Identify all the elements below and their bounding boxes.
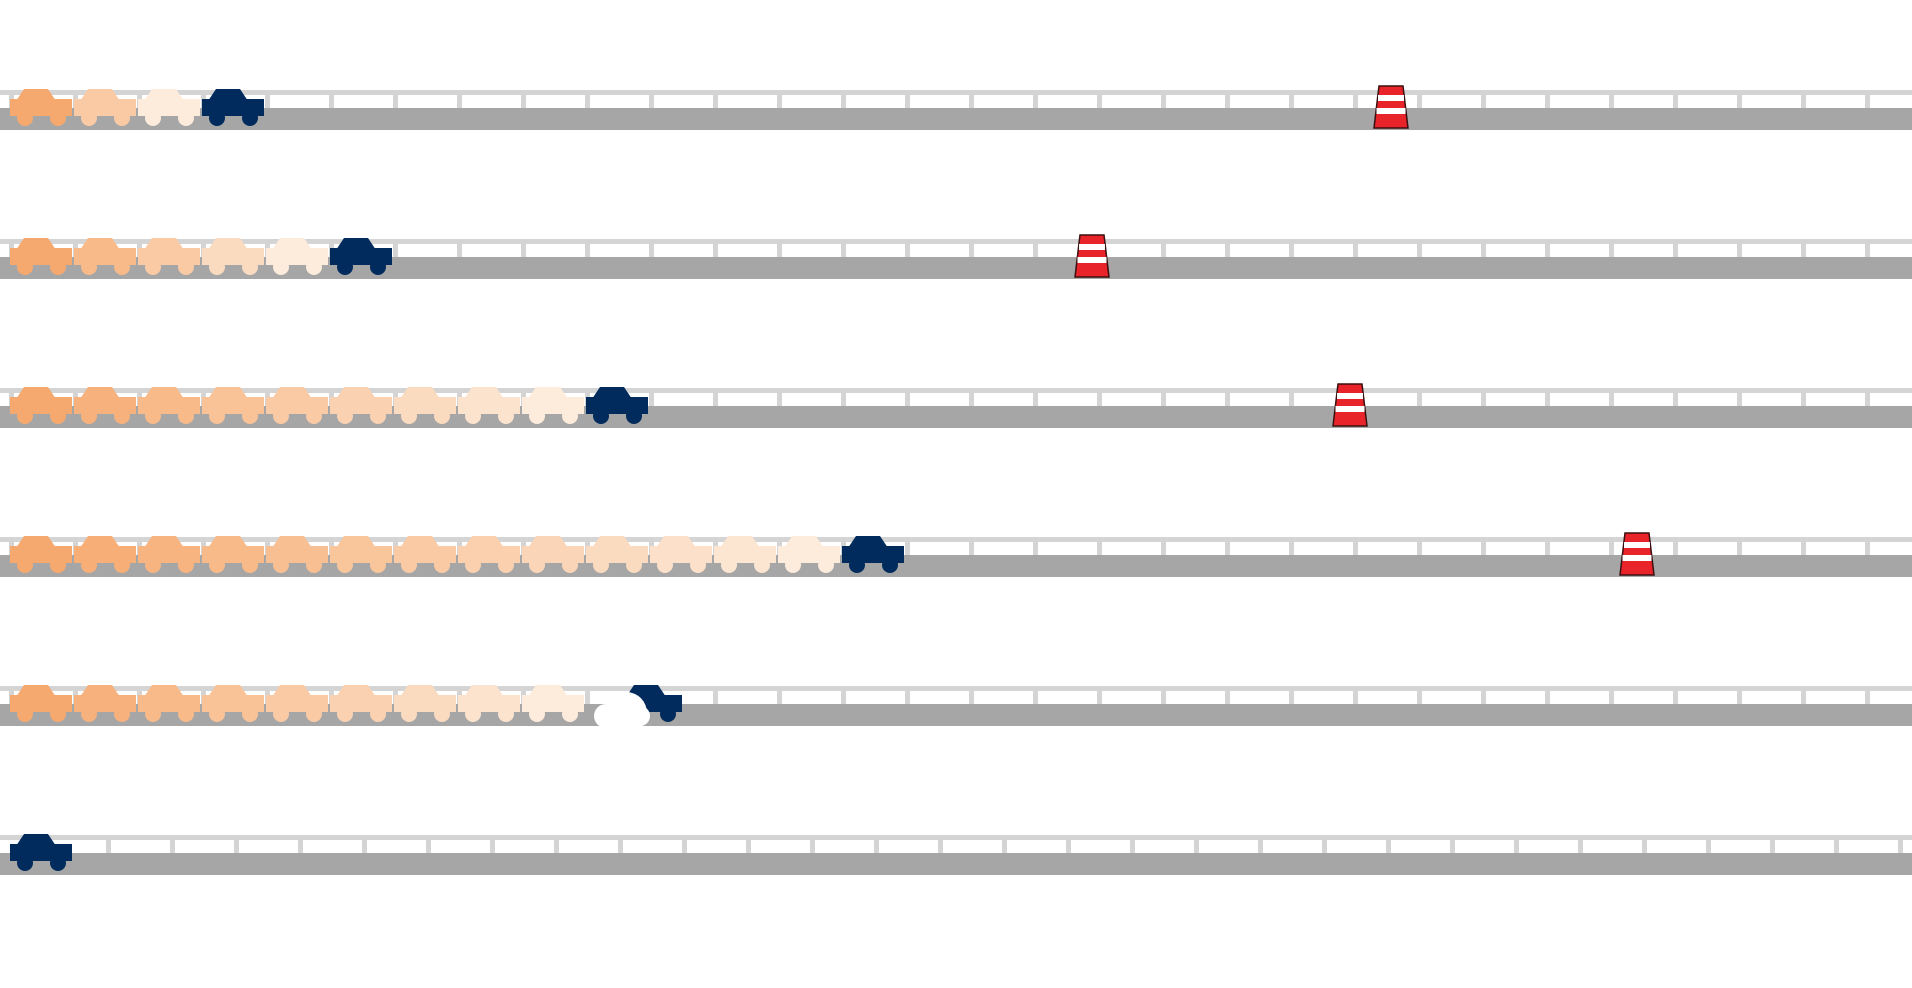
car-icon bbox=[586, 387, 648, 424]
car-ghost-icon bbox=[138, 387, 200, 424]
car-ghost-icon bbox=[74, 536, 136, 573]
car-icon bbox=[330, 238, 392, 275]
car-ghost-icon bbox=[522, 536, 584, 573]
road bbox=[0, 257, 1912, 279]
road bbox=[0, 853, 1912, 875]
car-ghost-icon bbox=[138, 685, 200, 722]
car-ghost-icon bbox=[202, 387, 264, 424]
traffic-cone-icon bbox=[1373, 85, 1409, 129]
car-ghost-icon bbox=[138, 238, 200, 275]
car-ghost-icon bbox=[10, 89, 72, 126]
crash-puff bbox=[594, 692, 650, 734]
car-ghost-icon bbox=[586, 536, 648, 573]
car-ghost-icon bbox=[266, 387, 328, 424]
car-ghost-icon bbox=[714, 536, 776, 573]
car-ghost-icon bbox=[330, 685, 392, 722]
car-ghost-icon bbox=[10, 238, 72, 275]
car-ghost-icon bbox=[74, 685, 136, 722]
car-ghost-icon bbox=[138, 536, 200, 573]
car-ghost-icon bbox=[394, 536, 456, 573]
traffic-cone-icon bbox=[1619, 532, 1655, 576]
car-icon bbox=[842, 536, 904, 573]
traffic-cone-icon bbox=[1332, 383, 1368, 427]
car-ghost-icon bbox=[266, 685, 328, 722]
car-ghost-icon bbox=[458, 536, 520, 573]
car-ghost-icon bbox=[138, 89, 200, 126]
car-icon bbox=[202, 89, 264, 126]
car-ghost-icon bbox=[458, 685, 520, 722]
car-icon bbox=[10, 834, 72, 871]
car-ghost-icon bbox=[330, 387, 392, 424]
car-ghost-icon bbox=[74, 238, 136, 275]
car-ghost-icon bbox=[266, 536, 328, 573]
lane-5 bbox=[0, 685, 1912, 734]
car-ghost-icon bbox=[778, 536, 840, 573]
guard-rail bbox=[0, 835, 1912, 853]
car-ghost-icon bbox=[10, 685, 72, 722]
car-ghost-icon bbox=[650, 536, 712, 573]
car-ghost-icon bbox=[10, 536, 72, 573]
traffic-cone-icon bbox=[1074, 234, 1110, 278]
lane-4 bbox=[0, 532, 1912, 577]
road bbox=[0, 108, 1912, 130]
car-ghost-icon bbox=[202, 685, 264, 722]
car-ghost-icon bbox=[10, 387, 72, 424]
car-ghost-icon bbox=[202, 536, 264, 573]
lane-3 bbox=[0, 383, 1912, 428]
car-ghost-icon bbox=[522, 685, 584, 722]
lane-1 bbox=[0, 85, 1912, 130]
car-ghost-icon bbox=[458, 387, 520, 424]
car-ghost-icon bbox=[522, 387, 584, 424]
lane-6 bbox=[0, 834, 1912, 875]
car-ghost-icon bbox=[74, 387, 136, 424]
car-ghost-icon bbox=[266, 238, 328, 275]
car-ghost-icon bbox=[394, 685, 456, 722]
guard-rail bbox=[0, 90, 1912, 108]
lane-2 bbox=[0, 234, 1912, 279]
car-ghost-icon bbox=[330, 536, 392, 573]
car-ghost-icon bbox=[202, 238, 264, 275]
car-ghost-icon bbox=[74, 89, 136, 126]
car-ghost-icon bbox=[394, 387, 456, 424]
